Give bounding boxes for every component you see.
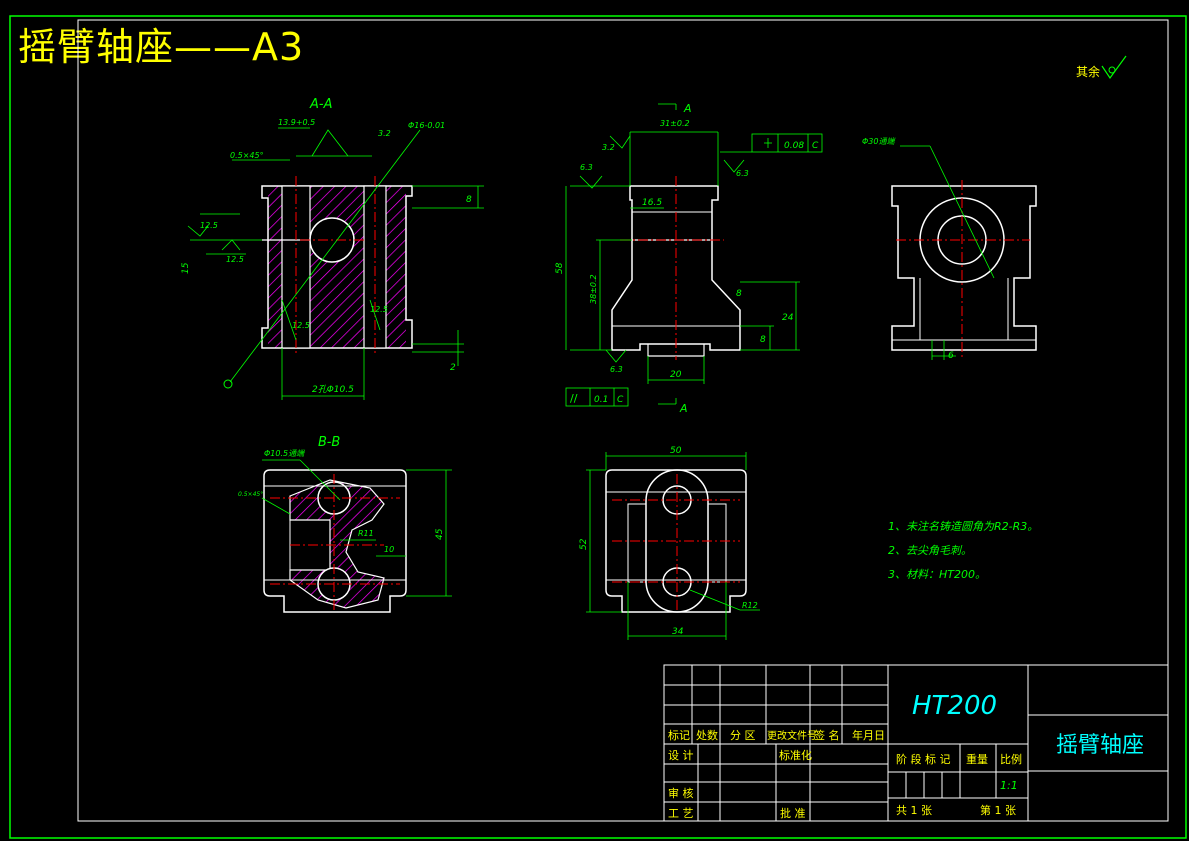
side-view-outline (891, 185, 1037, 351)
tb-material: HT200 (912, 691, 997, 721)
front-dim-24: 24 (782, 313, 794, 323)
front-view-dimension-lines (565, 103, 823, 407)
aa-dim-12: 2孔Φ10.5 (312, 384, 354, 395)
tb-header-doc: 更改文件号 (767, 729, 817, 742)
side-dim-phi30: Φ30通端 (862, 137, 895, 146)
tb-ratio-label: 比例 (1000, 752, 1022, 766)
front-dim-8b: 8 (760, 335, 766, 345)
section-aa-dimension-lines (187, 127, 484, 400)
front-dim-20: 20 (670, 370, 682, 380)
section-aa-label: A-A (309, 97, 332, 112)
section-bb-view: B-B Φ10.5通端 0.5×45° R11 10 45 (238, 435, 452, 613)
front-view-outline (611, 185, 741, 351)
section-bb-dimension-lines (261, 459, 452, 597)
tb-design: 设 计 (668, 749, 694, 762)
roughness-symbol-icon (1101, 55, 1127, 80)
title-block-text: HT200 摇臂轴座 标记 处数 分 区 更改文件号 签 名 年月日 设 计 标… (668, 691, 1144, 820)
aa-dim-11: 2 (450, 363, 456, 373)
front-view: A 31±0.2 0.08 C 6.3 3.2 6.3 16.5 58 38±0… (555, 102, 823, 415)
drawing-title: 摇臂轴座——A3 (18, 25, 305, 69)
tb-review: 审 核 (668, 786, 694, 800)
front-dim-A-top: A (683, 102, 692, 115)
roughness-circle-icon (1108, 66, 1116, 74)
note-3: 3、材料：HT200。 (888, 568, 986, 581)
side-view-dimension-lines (900, 145, 995, 360)
title-block (663, 664, 1169, 822)
front-dim-63a: 6.3 (580, 163, 593, 172)
aa-dim-10: 12.5 (370, 305, 388, 314)
top-view-rib (627, 503, 647, 583)
tb-approve: 批 准 (780, 806, 806, 820)
front-dim-32: 3.2 (602, 143, 615, 152)
technical-notes: 1、未注名铸造圆角为R2-R3。 2、去尖角毛刺。 3、材料：HT200。 (888, 520, 1038, 581)
tb-sheet-no: 第 1 张 (980, 803, 1016, 817)
front-dim-datum-c: C (812, 141, 819, 151)
tb-stage: 阶 段 标 记 (896, 752, 951, 766)
section-aa-outline (261, 185, 413, 349)
section-aa-datum-icon (223, 379, 233, 389)
bb-dim-r11: R11 (358, 529, 374, 538)
tb-header-sign: 签 名 (814, 728, 840, 742)
front-dim-63c: 6.3 (610, 365, 623, 374)
bb-dim-phi105: Φ10.5通端 (264, 449, 305, 458)
top-view-dimension-lines (586, 452, 760, 640)
tb-standardize: 标准化 (779, 748, 812, 762)
top-view-rib (707, 503, 727, 583)
front-parallel-icon: // (570, 392, 578, 405)
bb-dim-chamfer: 0.5×45° (238, 491, 263, 498)
aa-dim-7: 15 (181, 262, 191, 274)
section-bb-hatch (289, 479, 385, 609)
tb-header-date: 年月日 (852, 728, 885, 742)
tb-header-zone: 分 区 (730, 729, 756, 742)
tb-process: 工 艺 (668, 807, 694, 820)
front-dim-165: 16.5 (642, 198, 662, 208)
aa-dim-1: 13.9+0.5 (278, 118, 315, 127)
tb-sheet-total: 共 1 张 (896, 804, 932, 817)
tb-header-count: 处数 (696, 729, 718, 742)
tb-weight: 重量 (966, 752, 988, 766)
top-view: 50 52 34 R12 (579, 446, 760, 640)
aa-dim-4: 3.2 (378, 129, 391, 138)
note-1: 1、未注名铸造圆角为R2-R3。 (888, 520, 1038, 533)
side-dim-6: 6 (948, 351, 954, 361)
front-dim-63b: 6.3 (736, 169, 749, 178)
aa-dim-8: 8 (466, 195, 472, 205)
aa-dim-5: 12.5 (200, 221, 218, 230)
top-dim-34: 34 (672, 627, 684, 637)
top-dim-r12: R12 (742, 601, 758, 610)
tb-header-mark: 标记 (668, 728, 690, 742)
front-dim-c2: C (617, 395, 624, 405)
side-view: Φ30通端 6 (862, 137, 1037, 361)
bb-dim-10: 10 (384, 545, 394, 554)
note-2: 2、去尖角毛刺。 (888, 544, 972, 557)
front-dim-31: 31±0.2 (660, 119, 690, 128)
top-view-outline (605, 469, 747, 613)
front-dim-38: 38±0.2 (589, 274, 598, 304)
front-dim-58: 58 (555, 262, 565, 274)
front-dim-8a: 8 (736, 289, 742, 299)
top-dim-52: 52 (579, 538, 589, 550)
aa-dim-9: 12.5 (292, 321, 310, 330)
roughness-note: 其余 (1076, 64, 1100, 79)
inner-border (77, 19, 1169, 822)
section-bb-outline (263, 469, 407, 613)
tb-ratio: 1:1 (1000, 779, 1018, 792)
tb-part-name: 摇臂轴座 (1056, 733, 1144, 758)
front-dim-A-bottom: A (679, 402, 688, 415)
section-bb-label: B-B (318, 435, 340, 450)
bb-dim-45: 45 (435, 528, 445, 540)
aa-dim-6: 12.5 (226, 255, 244, 264)
aa-dim-2: 0.5×45° (230, 151, 264, 160)
outer-border (9, 15, 1187, 839)
front-dim-01: 0.1 (594, 395, 608, 405)
section-aa-view: A-A (181, 97, 484, 400)
top-dim-50: 50 (670, 446, 682, 456)
aa-dim-3: Φ16-0.01 (408, 121, 445, 130)
front-dim-tol: 0.08 (784, 141, 804, 151)
